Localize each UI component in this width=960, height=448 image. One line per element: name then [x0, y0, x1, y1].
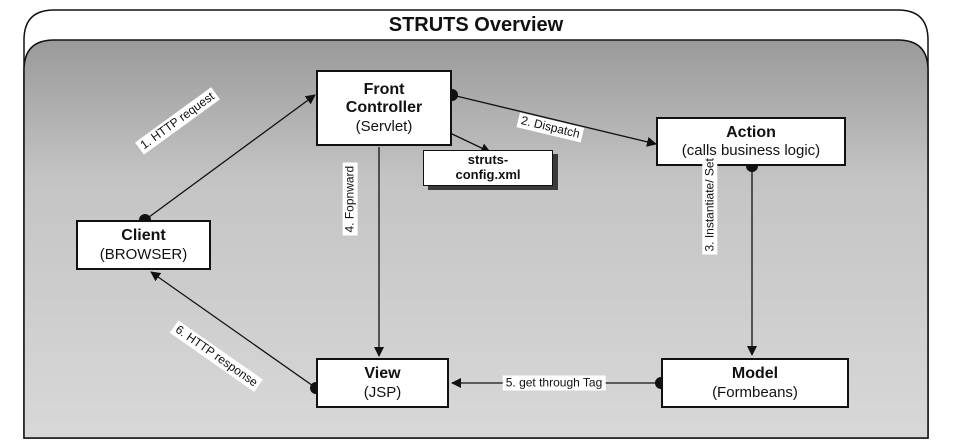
label-forward: 4. Fopnward [342, 162, 358, 236]
config-line-1: struts- [467, 152, 509, 168]
front-controller-title-1: Front [363, 80, 405, 98]
model-title: Model [731, 365, 779, 383]
view-node: View (JSP) [316, 358, 449, 408]
action-node: Action (calls business logic) [656, 117, 846, 166]
client-title: Client [121, 227, 166, 245]
diagram-title: STRUTS Overview [388, 14, 564, 36]
action-sub: (calls business logic) [681, 142, 821, 160]
model-node: Model (Formbeans) [661, 358, 849, 408]
config-line-2: config.xml [455, 167, 521, 182]
client-node: Client (BROWSER) [76, 220, 211, 270]
front-controller-node: Front Controller (Servlet) [316, 70, 452, 146]
label-get-through-tag: 5. get through Tag [502, 375, 606, 391]
edge-http-request [144, 94, 316, 221]
edge-config [449, 132, 491, 153]
edge-dispatch [451, 94, 657, 147]
edge-http-response [150, 271, 317, 389]
front-controller-title-2: Controller [345, 99, 423, 117]
action-title: Action [726, 123, 776, 141]
front-controller-sub: (Servlet) [355, 117, 413, 135]
view-sub: (JSP) [363, 383, 402, 401]
config-node: struts- config.xml [423, 150, 553, 186]
model-sub: (Formbeans) [712, 383, 798, 401]
view-title: View [364, 365, 401, 383]
client-sub: (BROWSER) [99, 245, 188, 263]
label-instantiate: 3. Instantiate/ Set [702, 155, 718, 255]
